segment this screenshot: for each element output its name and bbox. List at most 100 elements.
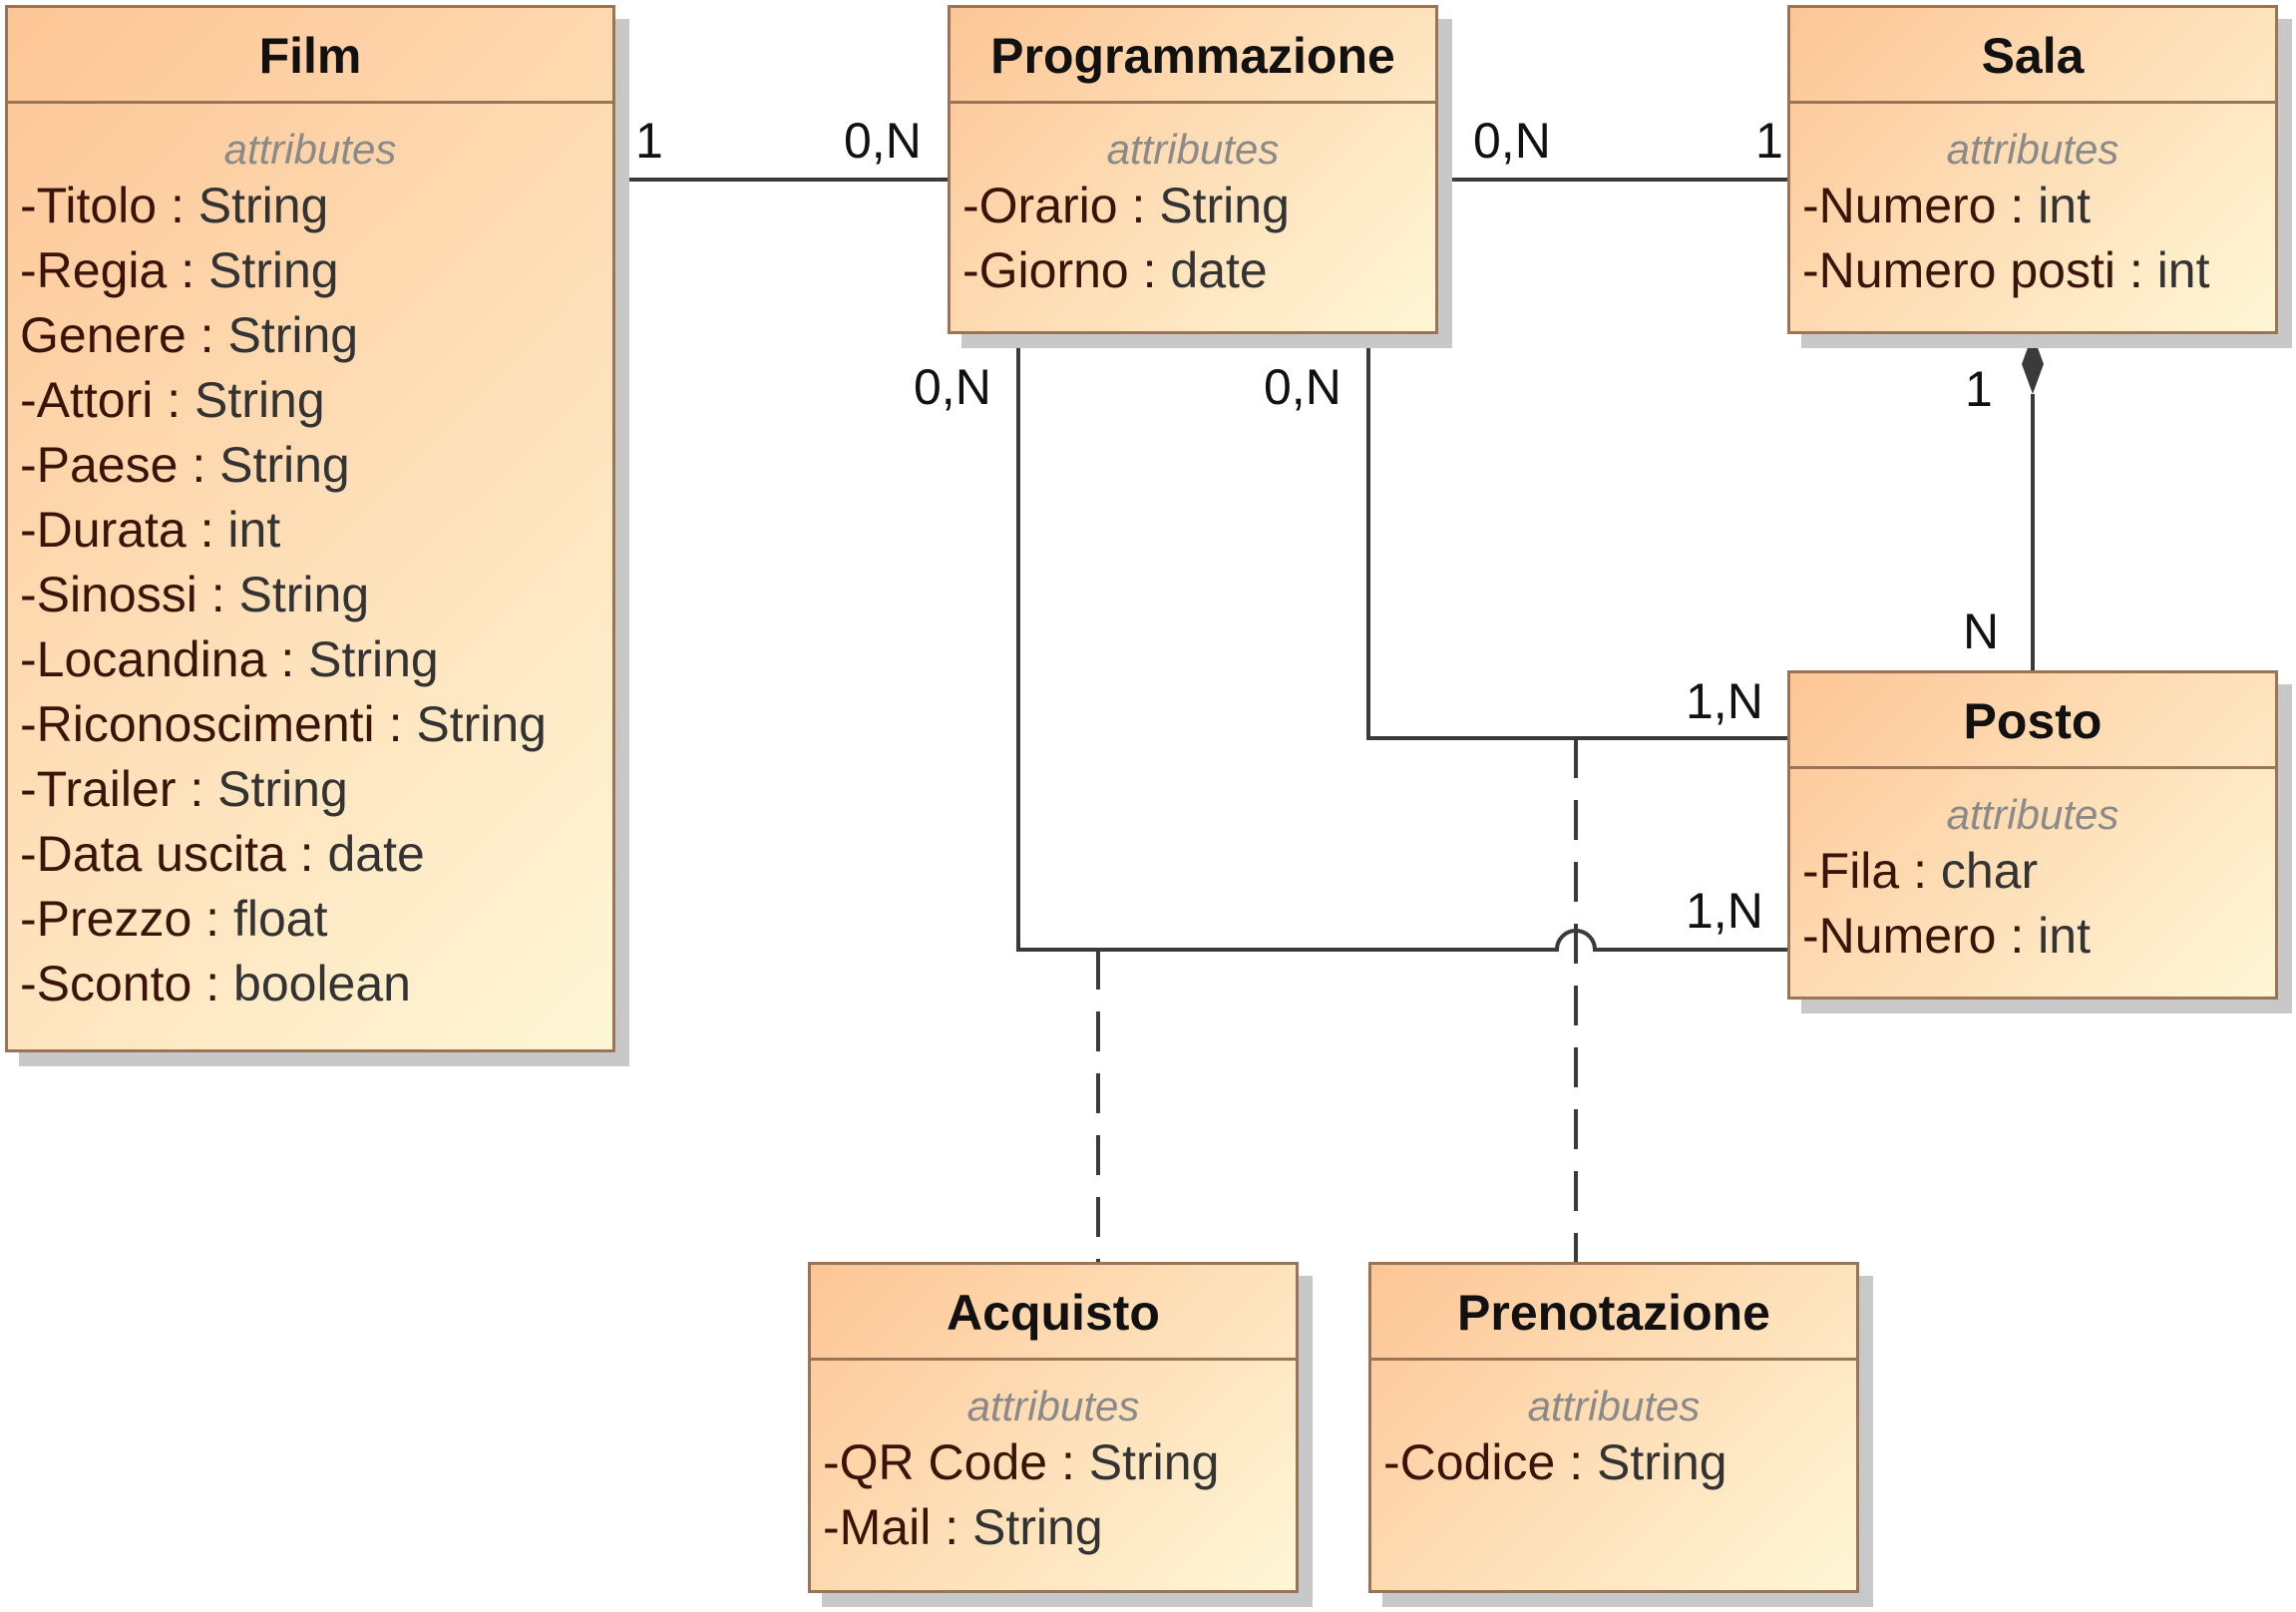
- attribute-row: Genere : String: [20, 303, 612, 368]
- class-programmazione[interactable]: Programmazione attributes -Orario : Stri…: [948, 5, 1438, 334]
- class-name: Sala: [1790, 8, 2275, 104]
- class-name: Acquisto: [811, 1265, 1296, 1361]
- attribute-row: -Giorno : date: [962, 238, 1435, 303]
- attribute-row: -Locandina : String: [20, 627, 612, 692]
- stereotype-label: attributes: [1946, 126, 2119, 173]
- attribute-name: -Numero posti: [1802, 242, 2115, 298]
- attribute-separator: :: [205, 891, 233, 947]
- class-prenotazione[interactable]: Prenotazione attributes -Codice : String: [1368, 1262, 1859, 1593]
- attribute-row: -Paese : String: [20, 433, 612, 498]
- attribute-type: boolean: [233, 956, 411, 1011]
- class-posto[interactable]: Posto attributes -Fila : char-Numero : i…: [1787, 670, 2278, 1000]
- multiplicity-film-prog-prog: 0,N: [844, 113, 922, 169]
- attribute-row: -Attori : String: [20, 368, 612, 433]
- attribute-separator: :: [196, 567, 239, 622]
- attribute-name: -Orario: [962, 178, 1118, 233]
- attribute-separator: :: [153, 372, 195, 428]
- attribute-name: -Numero: [1802, 908, 1997, 964]
- attribute-type: int: [2156, 242, 2210, 298]
- multiplicity-prog-sala-sala: 1: [1755, 113, 1783, 169]
- attribute-separator: :: [191, 956, 234, 1011]
- attribute-row: -Fila : char: [1802, 839, 2275, 904]
- attribute-name: -Trailer: [20, 761, 177, 817]
- attribute-separator: :: [1555, 1434, 1597, 1490]
- multiplicity-posto-acq: 1,N: [1686, 883, 1763, 939]
- assoc-programmazione-posto-acquisto: [1016, 334, 1787, 952]
- attribute-type: String: [217, 761, 348, 817]
- attribute-type: int: [2038, 178, 2091, 233]
- attribute-type: String: [227, 307, 359, 363]
- multiplicity-prog-sala-prog: 0,N: [1473, 113, 1551, 169]
- attribute-name: -Numero: [1802, 178, 1997, 233]
- attribute-type: String: [1088, 1434, 1220, 1490]
- attribute-name: -Attori: [20, 372, 154, 428]
- attribute-type: String: [308, 631, 439, 687]
- attribute-type: String: [197, 178, 329, 233]
- attribute-separator: :: [1128, 242, 1171, 298]
- attribute-name: -Titolo: [20, 178, 158, 233]
- attribute-name: -Durata: [20, 502, 187, 558]
- attribute-separator: :: [157, 178, 198, 233]
- multiplicity-sala-posto-posto: N: [1963, 604, 2000, 659]
- attribute-type: String: [1596, 1434, 1727, 1490]
- attribute-row: -Codice : String: [1383, 1430, 1856, 1495]
- attribute-type: String: [207, 242, 339, 298]
- attribute-name: -Sinossi: [20, 567, 197, 622]
- attribute-name: -Riconoscimenti: [20, 696, 375, 752]
- attribute-row: -Mail : String: [823, 1495, 1296, 1560]
- attribute-separator: :: [285, 826, 328, 882]
- attribute-separator: :: [1117, 178, 1160, 233]
- attribute-name: -QR Code: [823, 1434, 1048, 1490]
- attribute-row: -Sinossi : String: [20, 563, 612, 627]
- class-sala[interactable]: Sala attributes -Numero : int-Numero pos…: [1787, 5, 2278, 334]
- attribute-row: -Durata : int: [20, 498, 612, 563]
- attribute-type: String: [219, 437, 350, 493]
- stereotype-label: attributes: [1946, 791, 2119, 838]
- attribute-type: int: [227, 502, 281, 558]
- attribute-type: date: [1170, 242, 1268, 298]
- class-name: Posto: [1790, 673, 2275, 769]
- class-film[interactable]: Film attributes -Titolo : String-Regia :…: [5, 5, 615, 1052]
- attribute-row: -Riconoscimenti : String: [20, 692, 612, 757]
- attribute-row: -Orario : String: [962, 174, 1435, 238]
- attribute-type: int: [2038, 908, 2091, 964]
- attribute-list: -Titolo : String-Regia : String Genere :…: [8, 174, 612, 1016]
- stereotype-label: attributes: [1106, 126, 1280, 173]
- attribute-name: -Sconto: [20, 956, 192, 1011]
- attribute-name: -Regia: [20, 242, 168, 298]
- attribute-row: -Numero : int: [1802, 904, 2275, 969]
- attribute-separator: :: [1996, 178, 2039, 233]
- attribute-separator: :: [931, 1499, 973, 1555]
- attribute-row: -Titolo : String: [20, 174, 612, 238]
- attribute-separator: :: [167, 242, 208, 298]
- attribute-separator: :: [1047, 1434, 1089, 1490]
- stereotype-label: attributes: [223, 126, 397, 173]
- attribute-type: char: [1940, 843, 2039, 899]
- attribute-row: -Prezzo : float: [20, 887, 612, 952]
- multiplicity-prog-posto-pren-prog: 0,N: [1264, 359, 1341, 415]
- composition-diamond-icon: [2022, 334, 2044, 394]
- attribute-type: date: [327, 826, 425, 882]
- attribute-list: -Orario : String-Giorno : date: [951, 174, 1435, 303]
- attribute-list: -Codice : String: [1371, 1430, 1856, 1495]
- class-name: Film: [8, 8, 612, 104]
- attribute-row: -Numero posti : int: [1802, 238, 2275, 303]
- attribute-row: -QR Code : String: [823, 1430, 1296, 1495]
- attribute-list: -Numero : int-Numero posti : int: [1790, 174, 2275, 303]
- multiplicity-film-prog-film: 1: [635, 113, 663, 169]
- stereotype-label: attributes: [1527, 1383, 1701, 1429]
- attribute-list: -QR Code : String-Mail : String: [811, 1430, 1296, 1560]
- attribute-row: -Numero : int: [1802, 174, 2275, 238]
- attribute-name: -Fila: [1802, 843, 1900, 899]
- multiplicity-prog-posto-acq-prog: 0,N: [914, 359, 991, 415]
- attribute-row: -Trailer : String: [20, 757, 612, 822]
- attribute-type: String: [416, 696, 547, 752]
- attribute-name: -Mail: [823, 1499, 932, 1555]
- class-acquisto[interactable]: Acquisto attributes -QR Code : String-Ma…: [808, 1262, 1299, 1593]
- attribute-row: -Sconto : boolean: [20, 952, 612, 1016]
- attribute-type: String: [238, 567, 370, 622]
- attribute-separator: :: [176, 761, 218, 817]
- attribute-list: -Fila : char-Numero : int: [1790, 839, 2275, 969]
